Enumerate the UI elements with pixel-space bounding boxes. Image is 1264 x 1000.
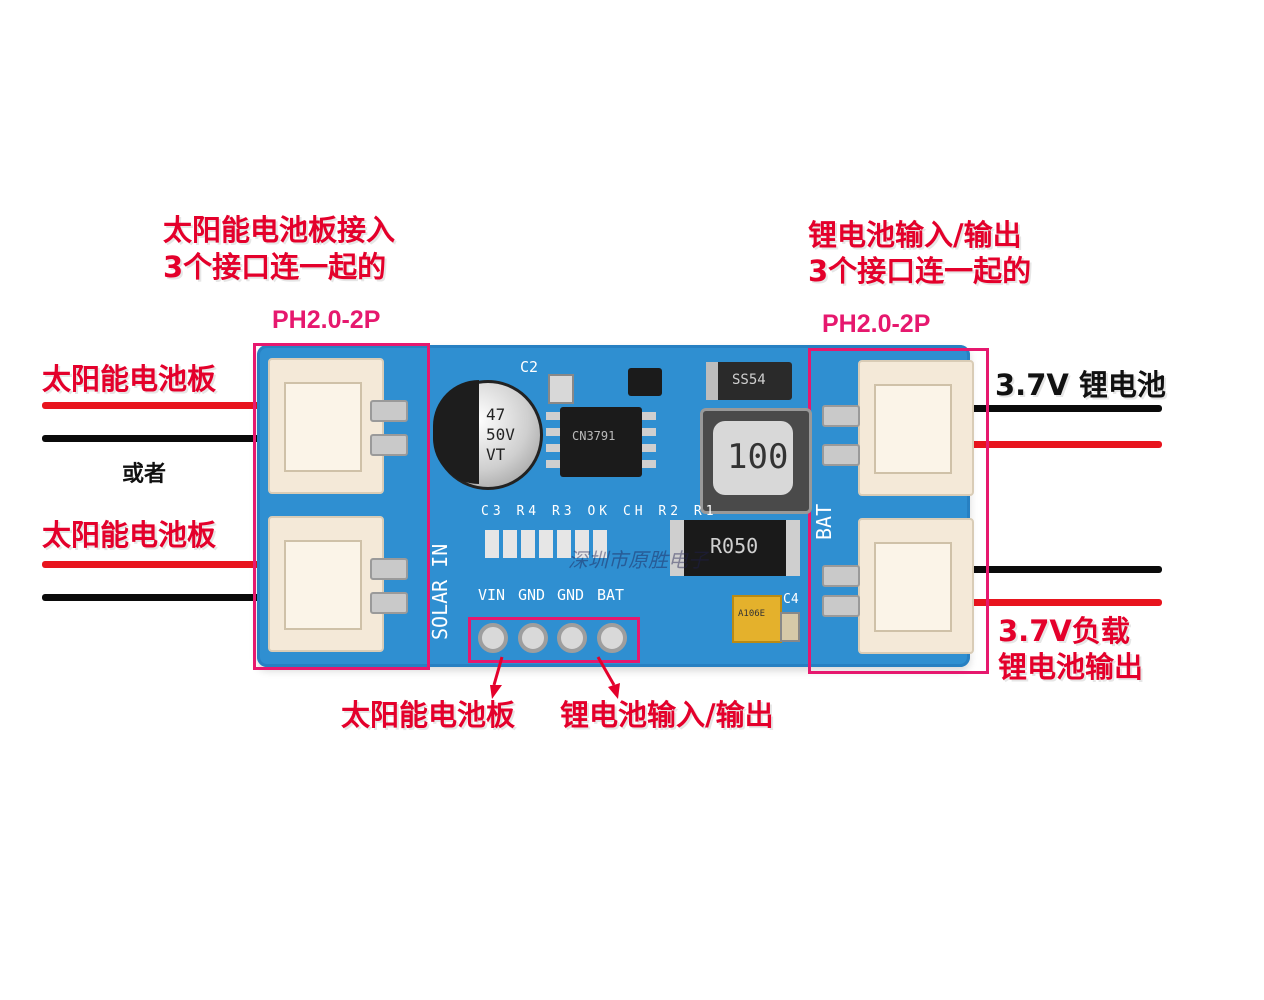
electrolytic-capacitor: 47 50V VT — [433, 380, 543, 490]
header-highlight — [468, 617, 640, 663]
sense-resistor: R050 — [670, 520, 800, 576]
connector-type-left: PH2.0-2P — [272, 306, 381, 334]
header-arrows — [490, 656, 620, 699]
wire-red-solar-2 — [42, 561, 262, 568]
silk-bat: BAT — [812, 503, 836, 540]
silk-refs: C3 R4 R3 OK CH R2 R1 — [481, 504, 718, 519]
watermark: 深圳市原胜电子 — [568, 548, 708, 572]
header-pad-gnd-2 — [557, 623, 587, 653]
header-pad-gnd-1 — [518, 623, 548, 653]
transistor — [628, 368, 662, 396]
solar-panel-label-1: 太阳能电池板 — [42, 362, 217, 396]
header-battery-label: 锂电池输入/输出 — [560, 698, 774, 732]
header-pad-vin — [478, 623, 508, 653]
schottky-diode: SS54 — [706, 362, 792, 400]
header-solar-label: 太阳能电池板 — [341, 698, 516, 732]
silk-solar-in: SOLAR IN — [428, 543, 452, 640]
c4-label: C4 — [783, 592, 799, 607]
arrow-line-battery — [596, 656, 616, 686]
pin-label-gnd-1: GND — [518, 586, 546, 604]
connector-pin — [370, 592, 408, 614]
arrow-line-solar — [492, 656, 504, 686]
solar-connector-2 — [268, 516, 384, 652]
wire-black-solar-2 — [42, 594, 262, 601]
solar-connector-1 — [268, 358, 384, 494]
connector-pin — [370, 434, 408, 456]
connector-pin — [370, 558, 408, 580]
c2-label: C2 — [520, 358, 539, 376]
wire-red-battery — [960, 441, 1162, 448]
connector-pin — [822, 565, 860, 587]
connector-pin — [822, 595, 860, 617]
arrow-head-battery — [608, 683, 620, 699]
pin-label-bat: BAT — [597, 586, 625, 604]
wire-black-battery — [960, 405, 1162, 412]
tantalum-capacitor: A106E — [732, 595, 782, 643]
battery-37v-label: 3.7V 锂电池 — [995, 368, 1166, 402]
or-label: 或者 — [122, 462, 167, 487]
header-pad-bat — [597, 623, 627, 653]
connector-type-right: PH2.0-2P — [822, 310, 931, 338]
battery-io-title: 锂电池输入/输出 — [808, 218, 1022, 252]
pin-label-gnd-2: GND — [557, 586, 585, 604]
wire-black-load — [960, 566, 1162, 573]
wire-red-solar-1 — [42, 402, 262, 409]
pin-label-vin: VIN — [478, 586, 506, 604]
capacitor-c2 — [548, 374, 574, 404]
connector-pin — [370, 400, 408, 422]
connector-pin — [822, 444, 860, 466]
arrow-head-solar — [490, 685, 502, 699]
solar-input-title: 太阳能电池板接入 — [163, 213, 396, 247]
connector-pin — [822, 405, 860, 427]
load-connector — [858, 518, 974, 654]
load-37v-label: 3.7V负载 — [998, 614, 1130, 648]
wire-red-load — [960, 599, 1162, 606]
wire-black-solar-1 — [42, 435, 262, 442]
inductor: 100 — [700, 408, 812, 514]
left-connectors-highlight — [253, 343, 430, 670]
battery-connected-note: 3个接口连一起的 — [808, 254, 1032, 288]
solar-connected-note: 3个接口连一起的 — [163, 250, 387, 284]
passive-components-row — [485, 530, 610, 558]
battery-connector — [858, 360, 974, 496]
charger-ic: CN3791 — [560, 407, 642, 477]
battery-output-label: 锂电池输出 — [998, 650, 1144, 684]
solar-panel-label-2: 太阳能电池板 — [42, 518, 217, 552]
